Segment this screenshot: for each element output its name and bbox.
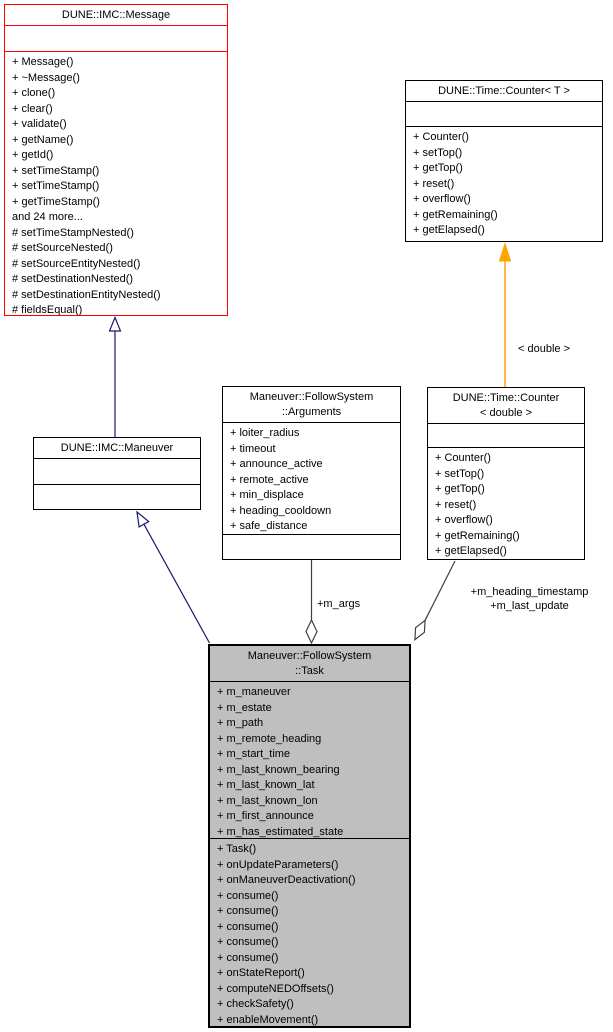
attributes-compartment-empty [406, 102, 602, 127]
attribute-item: + heading_cooldown [230, 504, 332, 517]
edge-label-template-double: < double > [518, 343, 570, 355]
method-item: + clone() [12, 87, 56, 99]
method-item: # setTimeStampNested() [12, 226, 134, 239]
class-title: DUNE::IMC::Message [5, 5, 227, 26]
method-item: + onManeuverDeactivation() [217, 874, 356, 886]
method-item: + Message() [12, 56, 74, 68]
method-item: # setDestinationEntityNested() [12, 288, 161, 301]
method-item: + setTop() [413, 146, 463, 159]
class-box-dune-imc-maneuver[interactable]: DUNE::IMC::Maneuver [33, 437, 201, 510]
method-item: + consume() [217, 936, 279, 948]
method-item: + consume() [217, 905, 279, 917]
attribute-item: + safe_distance [230, 520, 308, 532]
attribute-item: + m_maneuver [217, 686, 291, 698]
attributes-compartment-empty [428, 424, 584, 448]
method-item: and 24 more... [12, 211, 83, 223]
method-item: + validate() [12, 118, 67, 130]
attribute-item: + m_start_time [217, 748, 291, 760]
attribute-item: + m_first_announce [217, 810, 314, 822]
method-item: # setSourceNested() [12, 242, 113, 254]
class-title-line1: Maneuver::FollowSystem [249, 391, 374, 403]
method-item: + consume() [217, 920, 279, 933]
method-item: + getElapsed() [435, 545, 507, 557]
attributes-compartment: + loiter_radius + timeout + announce_activ… [223, 423, 400, 535]
edge-label-line2: +m_last_update [490, 600, 569, 612]
attribute-item: + timeout [230, 442, 276, 455]
method-item: + getTop() [413, 162, 463, 174]
method-item: + setTop() [435, 467, 485, 480]
method-item: + Counter() [435, 452, 491, 464]
attribute-item: + announce_active [230, 458, 323, 470]
class-title-line1: Maneuver::FollowSystem [247, 650, 372, 662]
methods-compartment: + Task() + onUpdateParameters() + onManeuv… [210, 839, 409, 1026]
method-item: + reset() [435, 498, 477, 511]
attribute-item: + m_remote_heading [217, 732, 322, 745]
edge-label-line1: +m_heading_timestamp [470, 586, 589, 598]
class-title-line2: < double > [480, 407, 532, 419]
method-item: + Task() [217, 843, 257, 855]
method-item: + getRemaining() [435, 529, 520, 542]
inheritance-edge-task-to-maneuver [136, 510, 211, 644]
class-title: DUNE::Time::Counter< T > [406, 81, 602, 102]
attributes-compartment: + m_maneuver + m_estate + m_path + m_remote… [210, 682, 409, 839]
class-title: Maneuver::FollowSystem ::Task [210, 646, 409, 682]
attribute-item: + m_estate [217, 701, 272, 714]
template-edge-counterdouble-to-countert [498, 241, 512, 387]
method-item: + setTimeStamp() [12, 164, 100, 177]
class-title: Maneuver::FollowSystem ::Arguments [223, 387, 400, 423]
attribute-item: + m_last_known_lat [217, 779, 315, 791]
attribute-item: + m_path [217, 717, 264, 729]
method-item: + reset() [413, 177, 455, 190]
method-item: + getRemaining() [413, 208, 498, 221]
method-item: + getTop() [435, 483, 485, 495]
attribute-item: + remote_active [230, 473, 309, 486]
method-item: + computeNEDOffsets() [217, 982, 334, 995]
method-item: + onStateReport() [217, 967, 305, 979]
method-item: + overflow() [435, 514, 493, 526]
class-title: DUNE::Time::Counter < double > [428, 388, 584, 424]
inheritance-edge-maneuver-to-message [108, 315, 122, 437]
method-item: + ~Message() [12, 71, 80, 84]
method-item: + getTimeStamp() [12, 195, 100, 208]
attribute-item: + m_has_estimated_state [217, 825, 344, 838]
attribute-item: + min_displace [230, 489, 304, 501]
methods-compartment-empty [34, 485, 200, 509]
attributes-compartment-empty [34, 459, 200, 485]
class-title-line2: ::Arguments [281, 406, 342, 418]
method-item: + enableMovement() [217, 1013, 319, 1026]
attributes-compartment-empty [5, 26, 227, 52]
method-item: + Counter() [413, 131, 469, 143]
edge-label-m-heading-timestamp: +m_heading_timestamp +m_last_update [446, 585, 613, 613]
method-item: + getId() [12, 149, 54, 161]
methods-compartment: + Counter() + setTop() + getTop() + reset()… [428, 448, 584, 559]
methods-compartment-empty [223, 535, 400, 559]
class-box-dune-imc-message[interactable]: DUNE::IMC::Message + Message()+ ~Message… [4, 4, 228, 316]
class-title: DUNE::IMC::Maneuver [34, 438, 200, 459]
method-item: + getName() [12, 133, 74, 146]
attribute-item: + m_last_known_bearing [217, 763, 340, 776]
method-item: + getElapsed() [413, 224, 485, 236]
method-item: + onUpdateParameters() [217, 858, 339, 871]
method-item: + overflow() [413, 193, 471, 205]
method-item: + consume() [217, 951, 279, 964]
class-box-dune-time-counter-t[interactable]: DUNE::Time::Counter< T > + Counter()+ se… [405, 80, 603, 242]
method-item: + checkSafety() [217, 998, 294, 1010]
aggregation-edge-m-args [305, 560, 318, 645]
attribute-item: + m_last_known_lon [217, 794, 318, 807]
class-box-followsystem-arguments[interactable]: Maneuver::FollowSystem ::Arguments + loi… [222, 386, 401, 560]
method-item: + consume() [217, 889, 279, 902]
method-item: + clear() [12, 102, 53, 115]
class-title-line1: DUNE::Time::Counter [452, 392, 560, 404]
method-item: # setDestinationNested() [12, 273, 134, 285]
attribute-item: + loiter_radius [230, 427, 300, 439]
method-item: + setTimeStamp() [12, 180, 100, 192]
class-box-dune-time-counter-double[interactable]: DUNE::Time::Counter < double > + Counter… [427, 387, 585, 560]
methods-compartment: + Message() + ~Message() + clone() + clear(… [5, 52, 227, 316]
edge-label-m-args: +m_args [317, 598, 361, 610]
class-box-followsystem-task[interactable]: Maneuver::FollowSystem ::Task + m_maneuv… [208, 644, 411, 1028]
methods-compartment: + Counter() + setTop() + getTop() + reset()… [406, 127, 602, 241]
method-item: # fieldsEqual() [12, 304, 83, 316]
class-title-line2: ::Task [295, 665, 324, 677]
method-item: # setSourceEntityNested() [12, 257, 141, 270]
